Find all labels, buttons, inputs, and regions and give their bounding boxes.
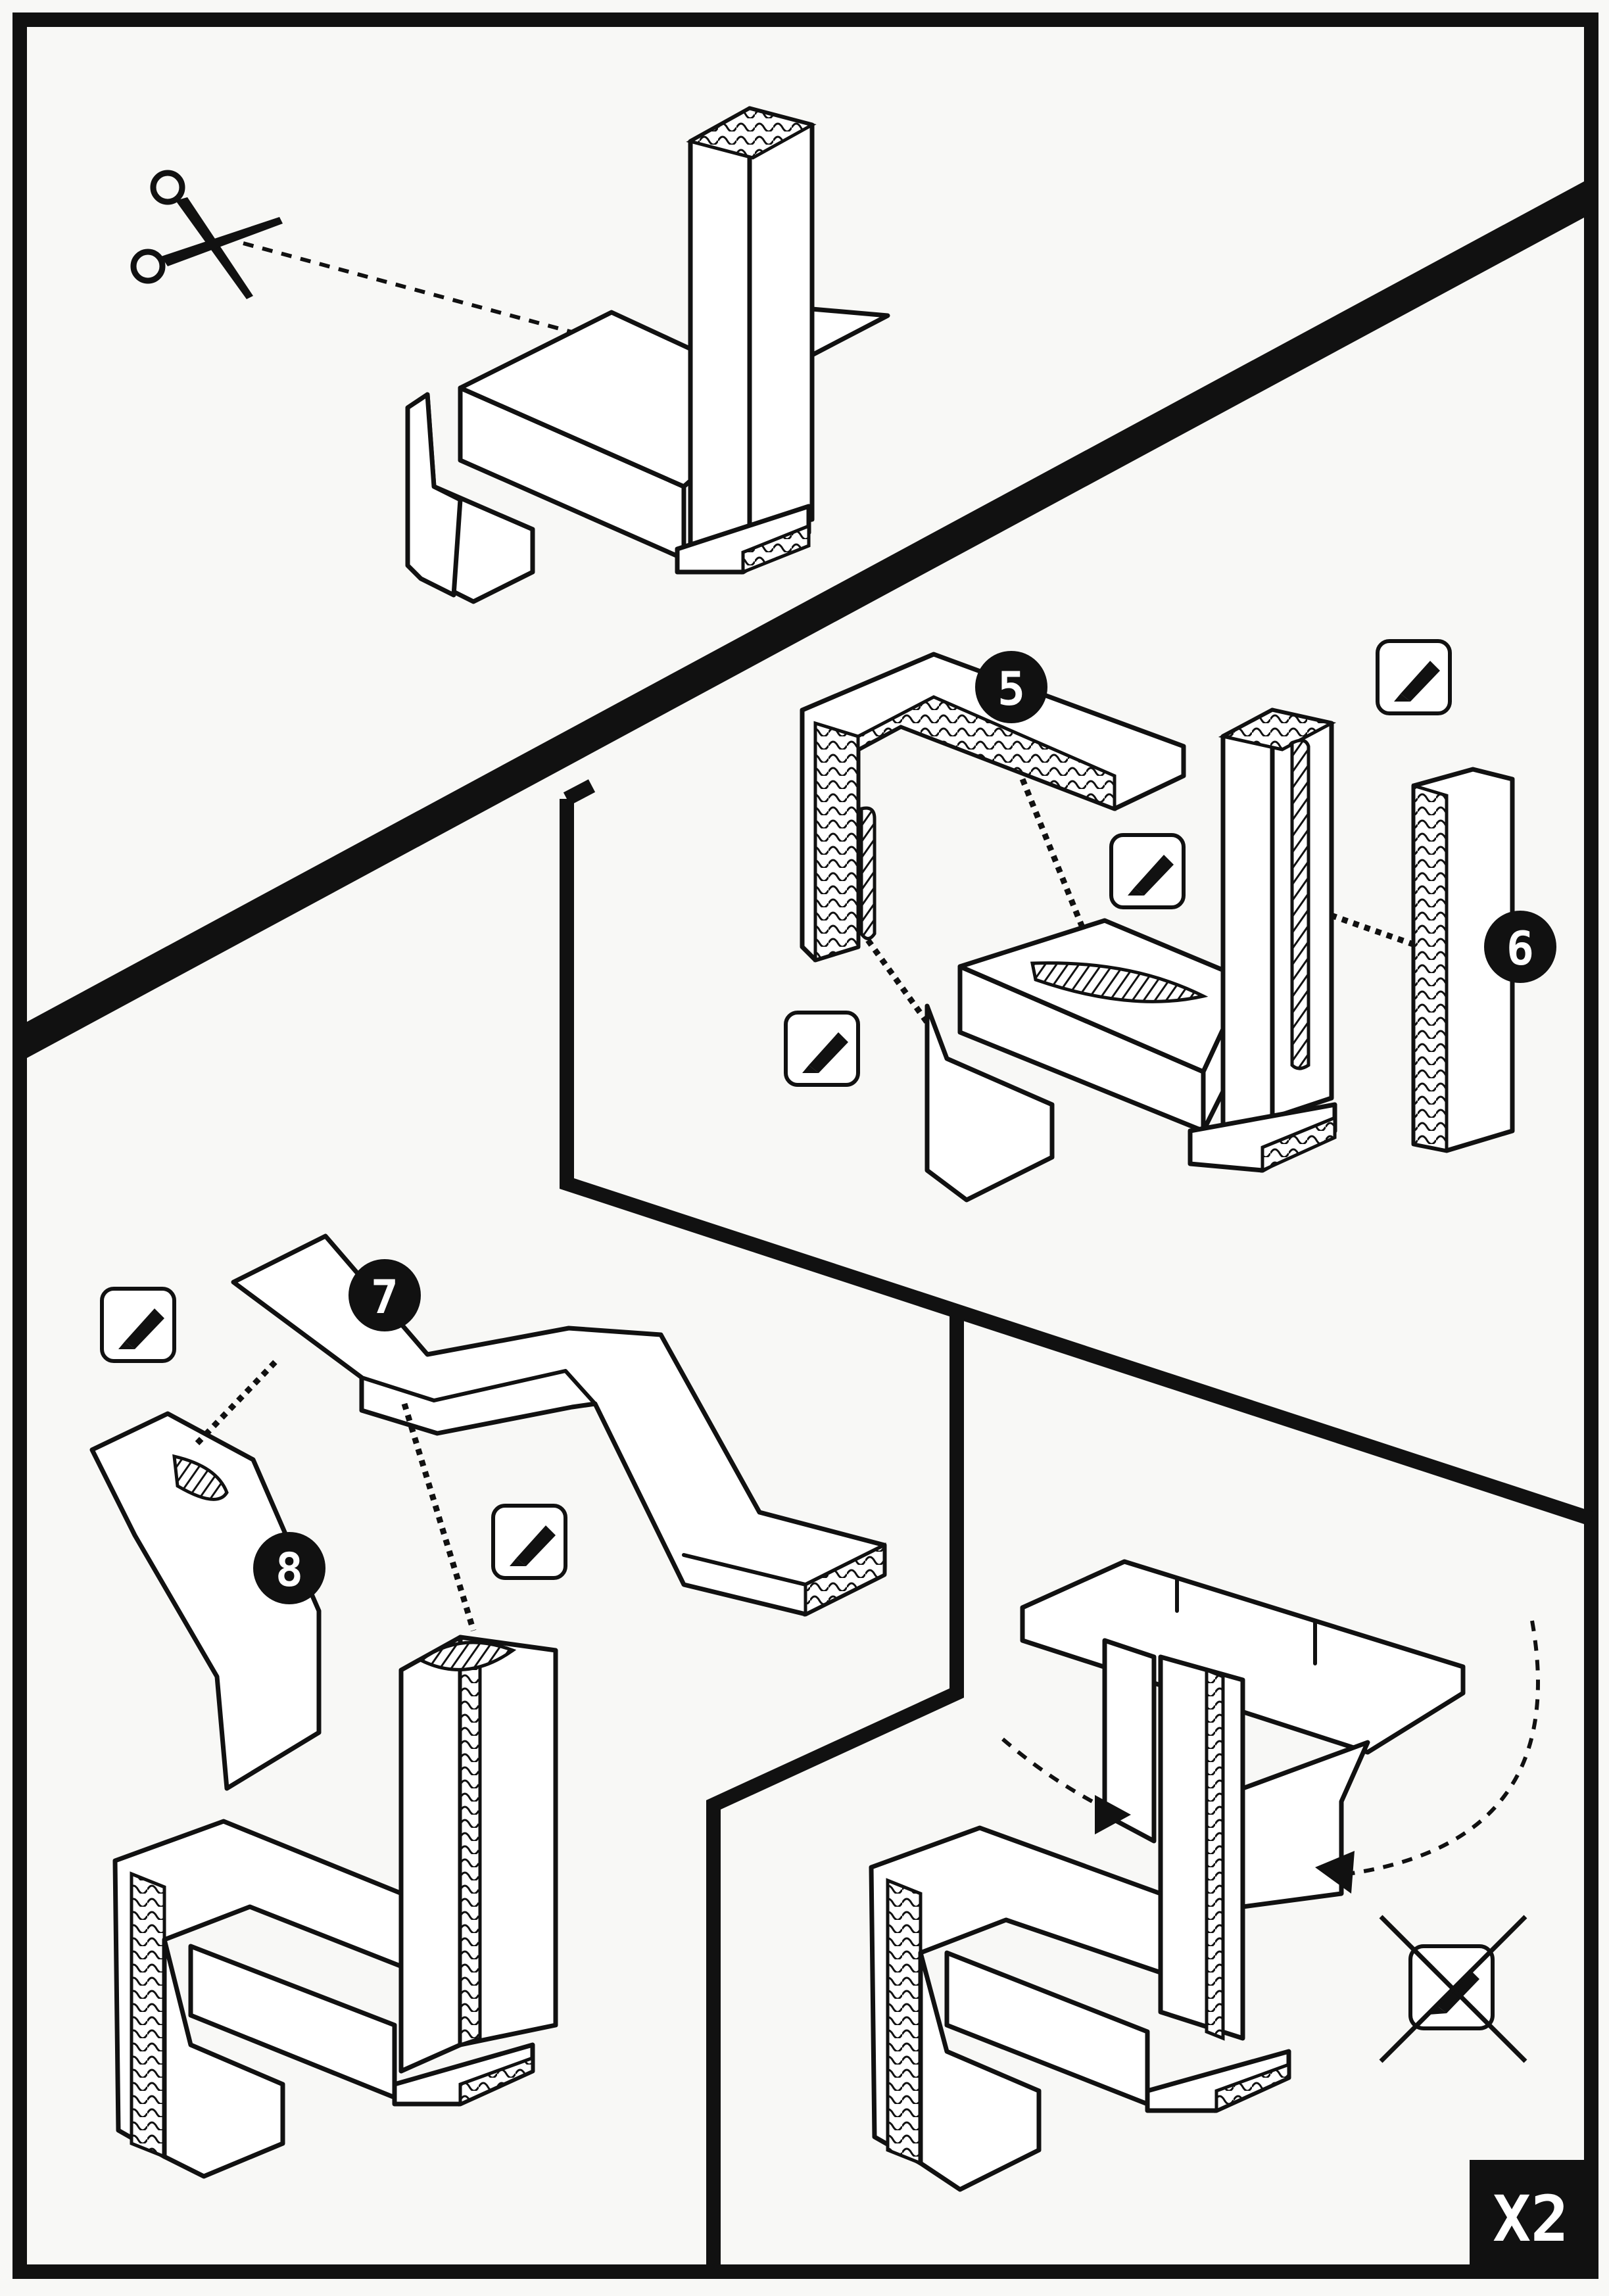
part-6 — [1411, 767, 1515, 1153]
panel-cut — [130, 106, 890, 604]
step-number: 5 — [997, 662, 1025, 716]
part-7 — [231, 1233, 887, 1617]
part-8 — [89, 1411, 322, 1791]
part-5 — [800, 652, 1186, 963]
glue-icon — [491, 1504, 567, 1580]
step-badge: 5 — [975, 651, 1047, 723]
glue-icon — [784, 1011, 860, 1087]
glue-icon — [1376, 639, 1452, 715]
panel-final — [869, 1559, 1540, 2192]
panel-steps-7-8: 7 8 — [89, 1233, 887, 2179]
scissors-icon — [130, 170, 283, 299]
panel-steps-5-6: 5 6 — [784, 639, 1556, 1203]
glue-icon — [1109, 833, 1186, 909]
assembly-base — [925, 707, 1337, 1203]
panel-borders — [12, 12, 1598, 2279]
curved-arrow-icon — [1315, 1620, 1540, 1894]
step-badge: 6 — [1484, 911, 1556, 983]
step-number: 7 — [371, 1270, 398, 1324]
multiplier-badge: X2 — [1470, 2160, 1591, 2272]
no-glue-icon — [1379, 1915, 1527, 2063]
multiplier-text: X2 — [1493, 2182, 1569, 2256]
step-number: 8 — [276, 1543, 303, 1597]
assembly-chair — [112, 1635, 558, 2179]
glue-icon — [100, 1287, 176, 1363]
step-number: 6 — [1506, 922, 1534, 976]
curved-arrow-icon — [1001, 1737, 1131, 1834]
step-badge: 8 — [253, 1532, 325, 1604]
step-badge: 7 — [348, 1259, 421, 1331]
assembly-final — [869, 1559, 1466, 2192]
